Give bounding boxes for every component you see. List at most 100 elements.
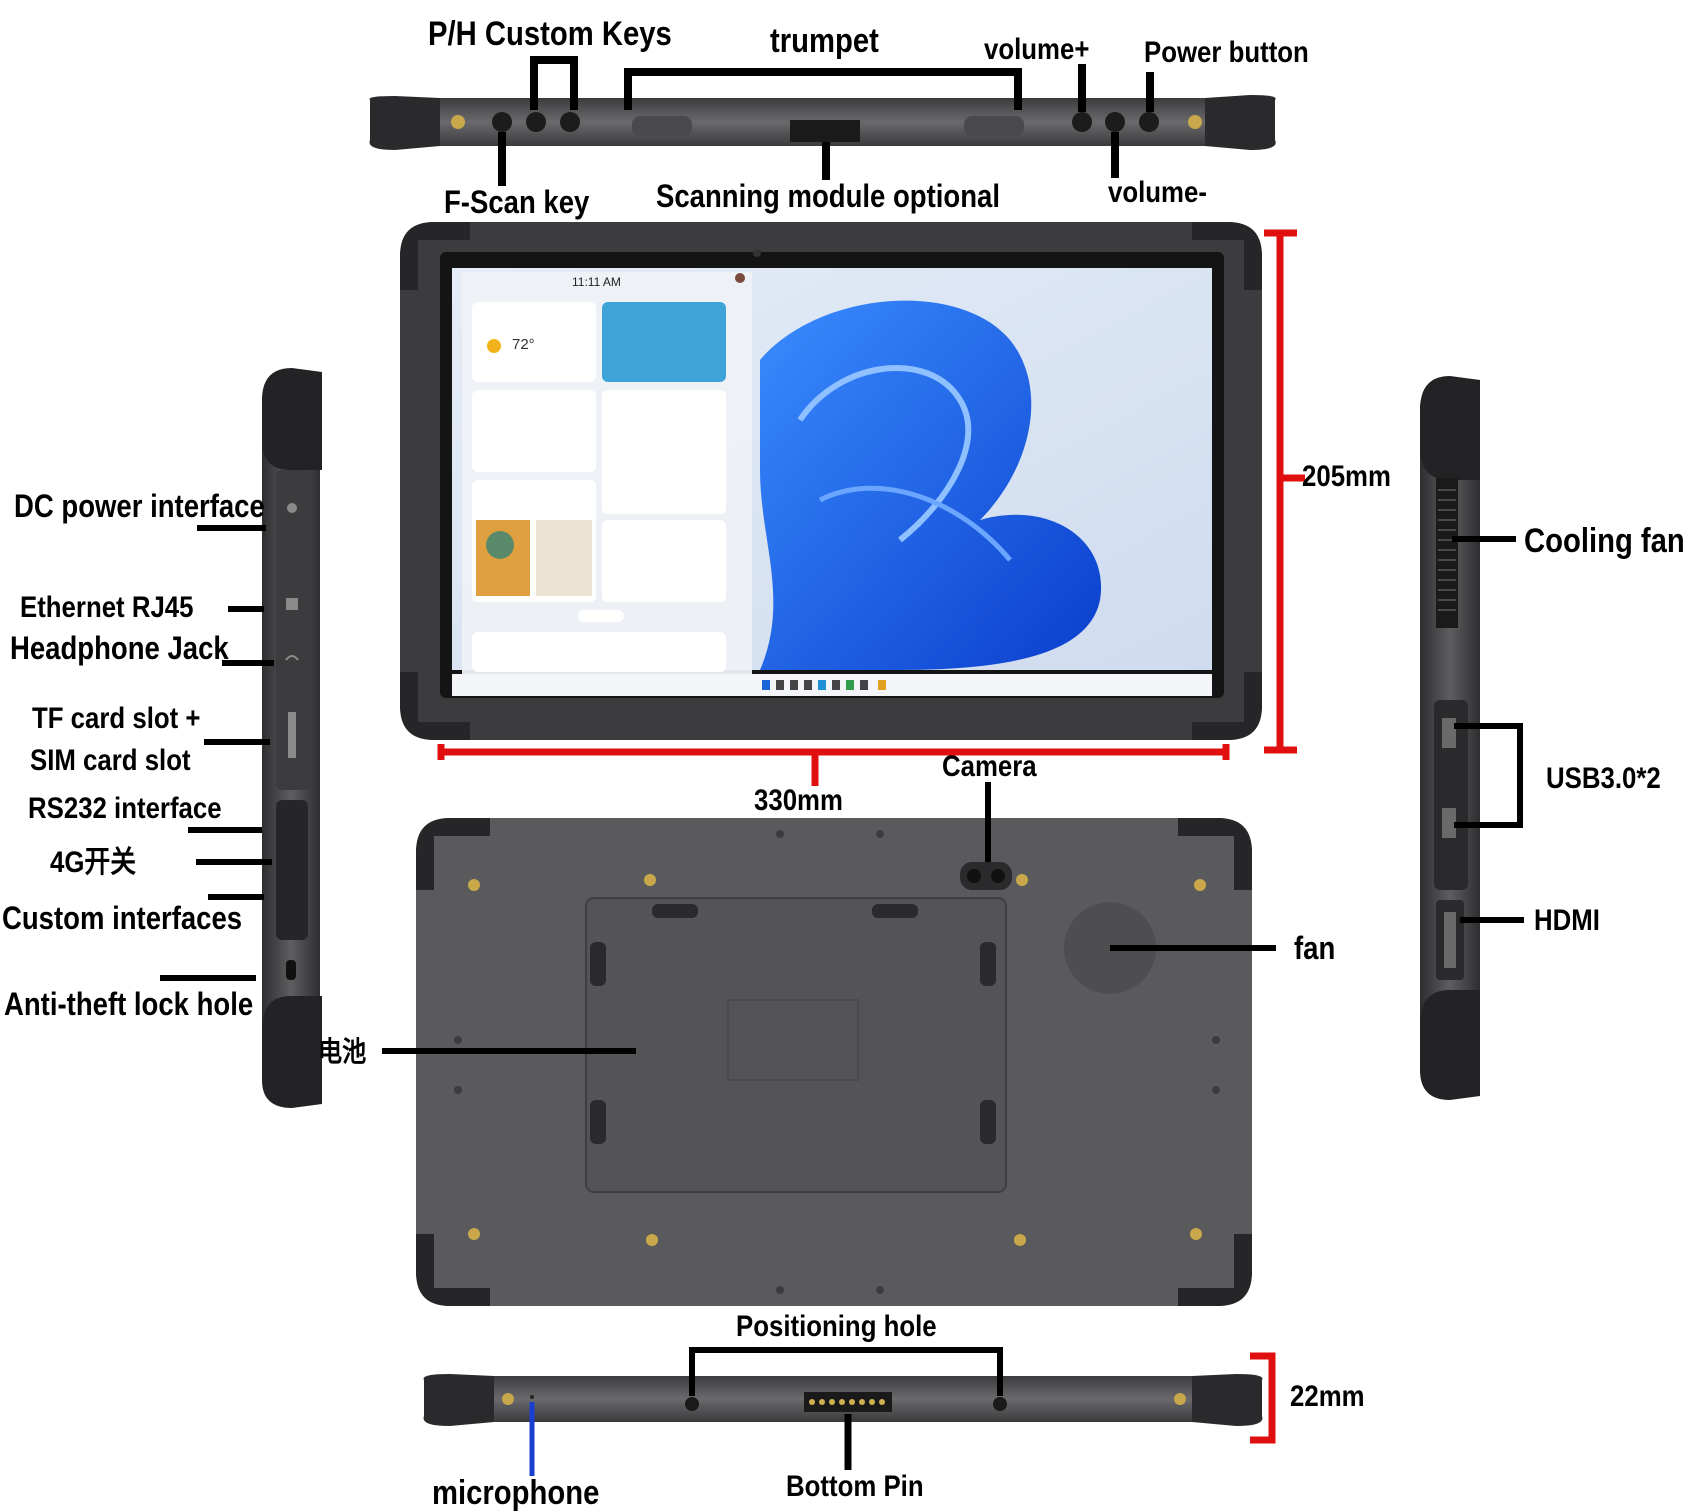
usb-port-1 — [1442, 718, 1456, 748]
battery-latch-tl — [652, 904, 698, 918]
label-rs232-interface: RS232 interface — [28, 792, 222, 825]
label-fan: fan — [1294, 930, 1336, 966]
speaker-grille-left — [632, 116, 692, 136]
front-corner-tl — [400, 222, 470, 290]
taskbar-icon-4 — [818, 680, 826, 690]
taskbar-icon-6 — [846, 680, 854, 690]
ph-keys-bracket — [530, 56, 578, 110]
p-custom-key-button — [526, 112, 546, 132]
label-f-scan-key: F-Scan key — [444, 184, 590, 220]
taskbar-icon-1 — [776, 680, 784, 690]
rear-camera-module — [960, 862, 1012, 890]
f-scan-key-button — [492, 112, 512, 132]
top-right-bumper — [1205, 95, 1276, 150]
positioning-bracket — [689, 1347, 1003, 1396]
battery-latch-br — [980, 1100, 996, 1144]
bottom-right-bumper — [1192, 1374, 1263, 1426]
label-battery: 电池 — [318, 1036, 367, 1067]
back-corner-bl — [416, 1234, 490, 1306]
volume-minus-button — [1105, 112, 1125, 132]
top-edge-view — [369, 95, 1276, 150]
label-custom-interfaces: Custom interfaces — [2, 900, 243, 936]
taskbar-icon-3 — [804, 680, 812, 690]
label-volume-minus: volume- — [1108, 176, 1207, 209]
left-port-cover — [276, 470, 312, 790]
bloom-highlight-2 — [818, 485, 1012, 562]
right-side-bottom-bumper — [1420, 990, 1480, 1100]
width-dimension-line — [437, 744, 1230, 760]
right-callouts — [1452, 536, 1524, 923]
weather-temperature: 72° — [512, 336, 535, 353]
usb-bracket — [1454, 723, 1523, 828]
tf-sim-slot-icon — [288, 712, 296, 758]
bottom-pin-connector — [804, 1392, 892, 1412]
label-sim-card-slot: SIM card slot — [30, 744, 191, 777]
start-icon — [762, 680, 770, 690]
bottom-screw-left — [502, 1393, 514, 1405]
add-widgets-pill — [578, 610, 624, 622]
label-cooling-fan: Cooling fan — [1524, 522, 1685, 560]
front-corner-bl — [400, 672, 470, 740]
hdmi-port — [1444, 912, 1456, 968]
label-thickness-22mm: 22mm — [1290, 1380, 1365, 1413]
back-callouts — [382, 782, 1276, 1054]
taskbar-icon-8 — [878, 680, 886, 690]
microphone-hole — [530, 1395, 534, 1399]
back-view — [416, 818, 1252, 1306]
label-camera: Camera — [942, 750, 1037, 783]
trumpet-bracket — [624, 68, 1022, 110]
rear-camera-lens — [967, 869, 981, 883]
right-side-top-bumper — [1420, 376, 1480, 480]
thickness-dimension-line — [1250, 1352, 1276, 1444]
label-power-button: Power button — [1144, 36, 1309, 69]
label-hdmi: HDMI — [1534, 904, 1600, 937]
right-side-view — [1420, 376, 1480, 1100]
back-corner-tr — [1178, 818, 1252, 890]
scanning-module-window — [790, 120, 860, 142]
front-corner-br — [1192, 672, 1262, 740]
label-ethernet-rj45: Ethernet RJ45 — [20, 591, 194, 624]
calendar-widget — [602, 390, 726, 514]
height-dimension-line — [1264, 229, 1297, 754]
vent-slats — [1438, 489, 1456, 611]
battery-latch-bl — [590, 1100, 606, 1144]
antitheft-lock-hole — [286, 960, 296, 980]
label-trumpet: trumpet — [770, 22, 879, 60]
screen-clock: 11:11 AM — [572, 275, 621, 289]
top-stories-widget — [472, 632, 726, 672]
positioning-hole-right — [993, 1397, 1007, 1411]
label-scanning-module: Scanning module optional — [656, 178, 1000, 214]
bloom-highlight — [797, 365, 972, 543]
left-side-bottom-bumper — [262, 996, 322, 1108]
sun-icon — [487, 339, 501, 353]
back-corner-br — [1178, 1234, 1252, 1306]
bottom-edge-view — [423, 1374, 1263, 1426]
weather-widget — [472, 302, 596, 382]
battery-latch-tr — [872, 904, 918, 918]
top-screw-right — [1188, 115, 1202, 129]
front-dimensions — [437, 229, 1305, 786]
taskbar-icon-5 — [832, 680, 840, 690]
battery-latch-mr — [980, 942, 996, 986]
front-corner-tr — [1192, 222, 1262, 290]
back-holes — [454, 830, 1220, 1294]
usb-port-2 — [1442, 808, 1456, 838]
label-bottom-pin: Bottom Pin — [786, 1470, 924, 1503]
top-callouts — [498, 56, 1154, 186]
label-antitheft-lock-hole: Anti-theft lock hole — [4, 986, 254, 1022]
dc-port-icon — [287, 503, 297, 513]
rs232-cover — [276, 800, 308, 940]
label-volume-plus: volume+ — [984, 33, 1090, 66]
user-avatar — [735, 273, 745, 283]
taskbar-icon-2 — [790, 680, 798, 690]
pogo-pins — [809, 1399, 885, 1405]
bottom-left-bumper — [423, 1374, 494, 1426]
photo-thumb-2 — [536, 520, 592, 596]
wallpaper-bloom — [760, 300, 1102, 670]
rear-flash — [991, 869, 1005, 883]
speaker-grille-right — [964, 116, 1024, 136]
left-callouts — [160, 525, 274, 981]
label-positioning-hole: Positioning hole — [736, 1310, 937, 1343]
back-corner-tl — [416, 818, 490, 890]
